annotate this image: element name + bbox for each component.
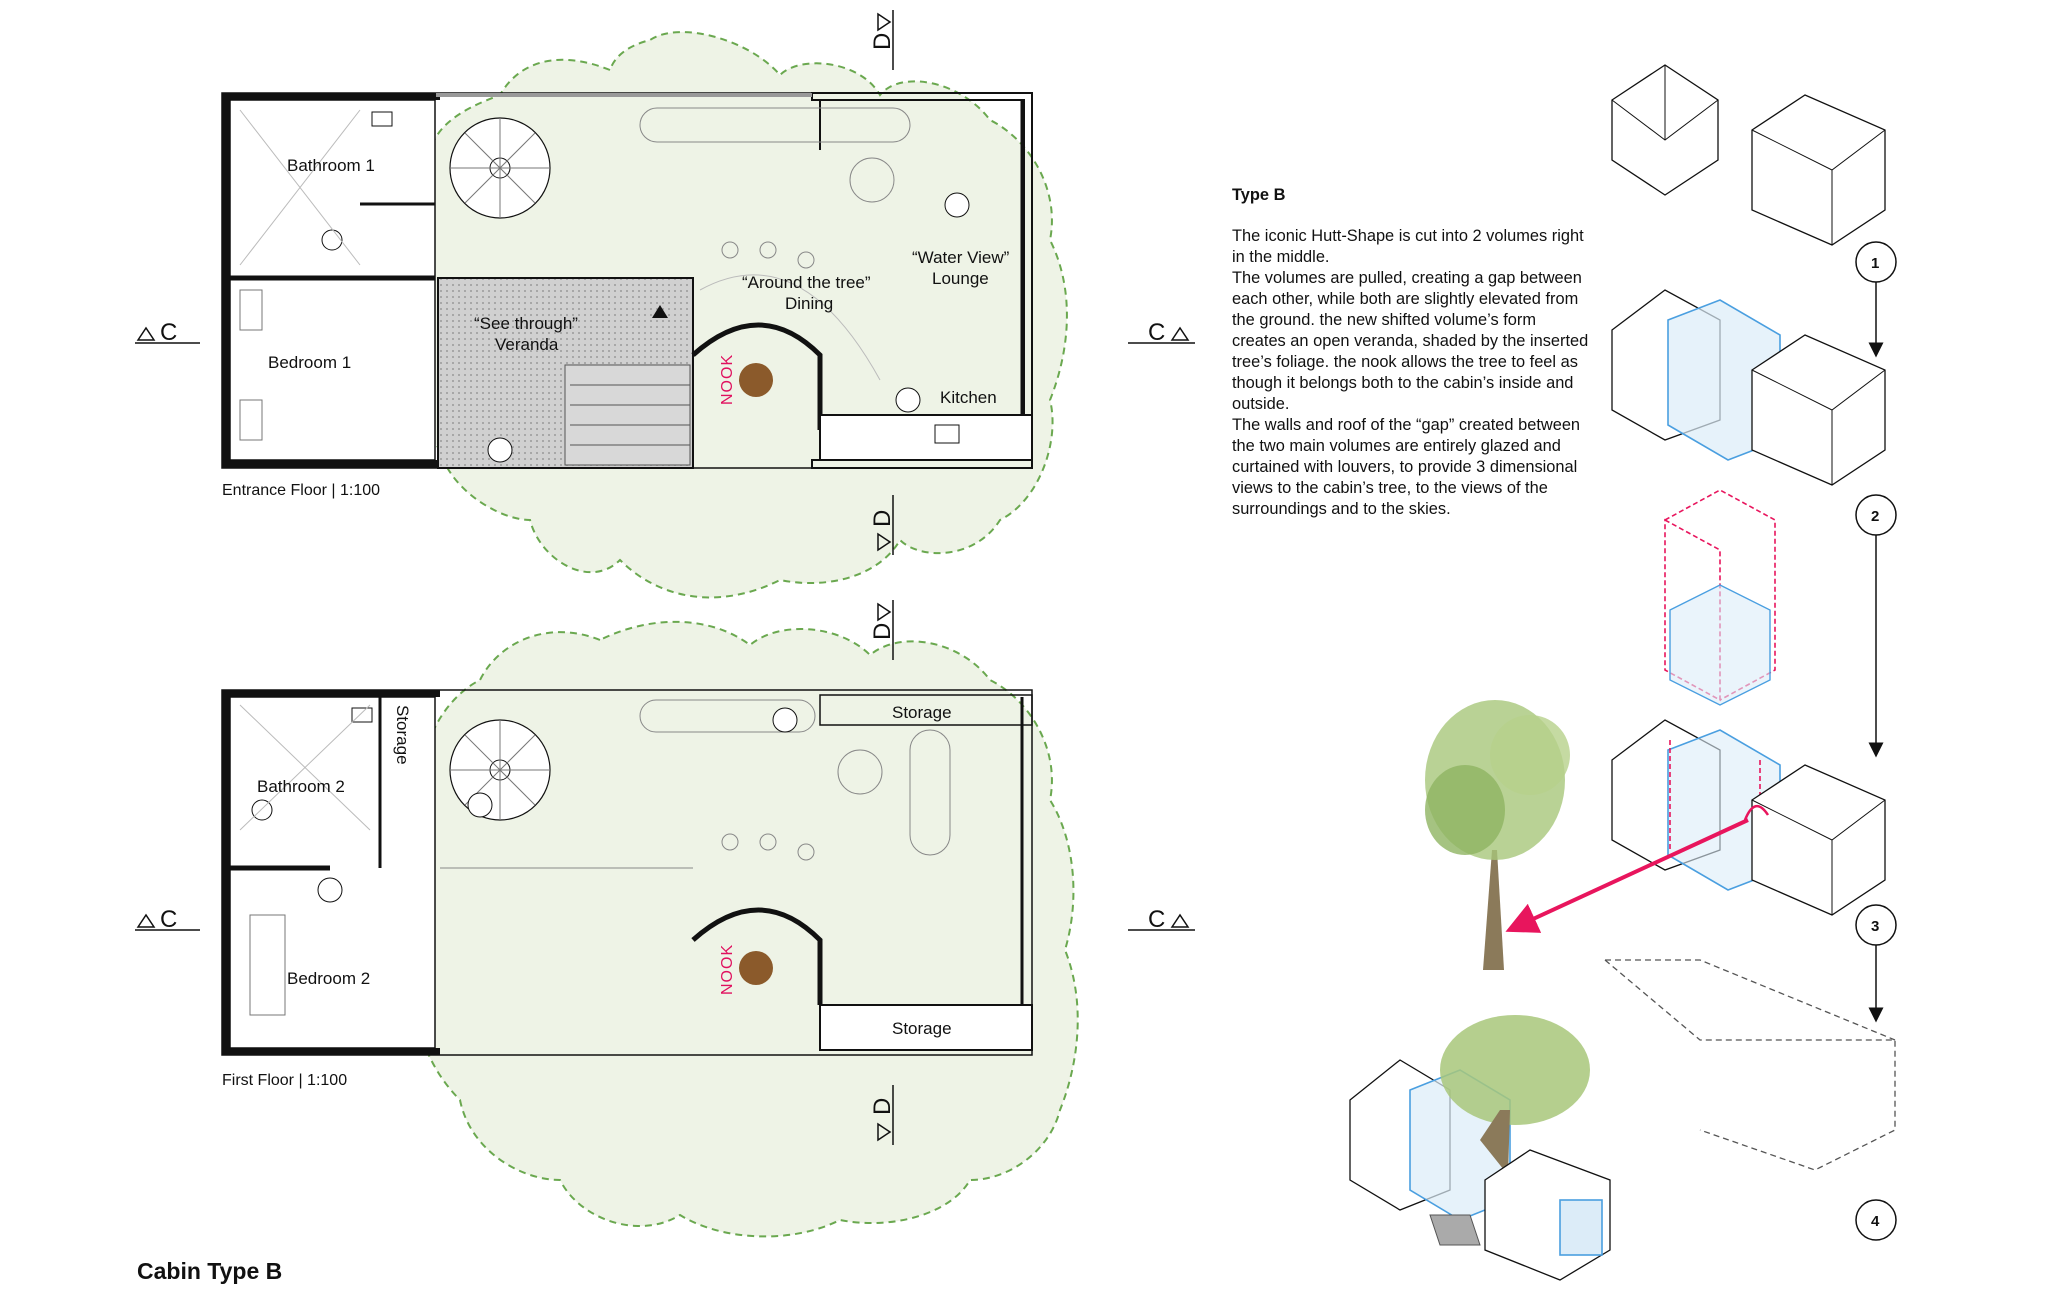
axo-two-huts: [1611, 64, 1886, 246]
section-d-bottom-upper: D: [869, 510, 896, 527]
tree-trunk-lower: [739, 951, 773, 985]
section-c-right-lower: C: [1148, 906, 1165, 933]
room-lounge-line1: “Water View”: [912, 248, 1010, 267]
page-title: Cabin Type B: [137, 1258, 283, 1284]
tree-illustration: [1425, 700, 1570, 970]
description-paragraph-1: The iconic Hutt-Shape is cut into 2 volu…: [1232, 227, 1584, 266]
type-description: Type B The iconic Hutt-Shape is cut into…: [1232, 185, 1592, 520]
step-marker-4: 4: [1855, 1199, 1897, 1241]
section-c-right-upper: C: [1148, 319, 1165, 346]
svg-text:3: 3: [1871, 918, 1879, 935]
room-kitchen: Kitchen: [940, 388, 997, 407]
section-d-top-lower: D: [869, 623, 896, 640]
axonometric-sequence: 1 2 3 4: [1349, 64, 1897, 1281]
caption-entrance-floor: Entrance Floor | 1:100: [222, 482, 380, 499]
nook-label-lower: NOOK: [719, 944, 736, 995]
svg-text:1: 1: [1871, 255, 1879, 272]
nook-label-upper: NOOK: [719, 354, 736, 405]
room-veranda-line1: “See through”: [474, 314, 578, 333]
room-dining-line1: “Around the tree”: [742, 273, 871, 292]
room-storage-bottom: Storage: [892, 1019, 952, 1038]
step-marker-3: 3: [1855, 904, 1897, 946]
tree-trunk-upper: [739, 363, 773, 397]
section-markers: C C D D C C D D: [135, 10, 1195, 1145]
section-c-left-lower: C: [160, 906, 177, 933]
caption-first-floor: First Floor | 1:100: [222, 1072, 347, 1089]
room-bathroom-1: Bathroom 1: [287, 156, 375, 175]
axo-nook-cut: [1505, 489, 1886, 933]
axo-final-cabin: [1349, 959, 1896, 1281]
svg-text:2: 2: [1871, 508, 1879, 525]
room-storage-top: Storage: [892, 703, 952, 722]
room-bedroom-2: Bedroom 2: [287, 969, 370, 988]
room-storage-side: Storage: [393, 705, 412, 765]
room-dining-line2: Dining: [785, 294, 833, 313]
room-lounge-line2: Lounge: [932, 269, 989, 288]
section-c-left-upper: C: [160, 319, 177, 346]
section-d-bottom-lower: D: [869, 1098, 896, 1115]
description-paragraph-3: The walls and roof of the “gap” created …: [1232, 416, 1581, 518]
axo-volumes-pulled: [1611, 289, 1886, 486]
svg-text:4: 4: [1871, 1213, 1880, 1230]
entrance-floor-plan: Bathroom 1 Bedroom 1 “See through” Veran…: [221, 31, 1068, 599]
section-d-top-upper: D: [869, 33, 896, 50]
room-bedroom-1: Bedroom 1: [268, 353, 351, 372]
tree-canopy-lower: [405, 620, 1079, 1238]
step-marker-1: 1: [1855, 241, 1897, 283]
room-bathroom-2: Bathroom 2: [257, 777, 345, 796]
room-veranda-line2: Veranda: [495, 335, 559, 354]
description-paragraph-2: The volumes are pulled, creating a gap b…: [1232, 269, 1589, 413]
step-marker-2: 2: [1855, 494, 1897, 536]
first-floor-plan: Bathroom 2 Bedroom 2 Storage Storage Sto…: [221, 620, 1079, 1238]
type-heading: Type B: [1232, 186, 1286, 204]
